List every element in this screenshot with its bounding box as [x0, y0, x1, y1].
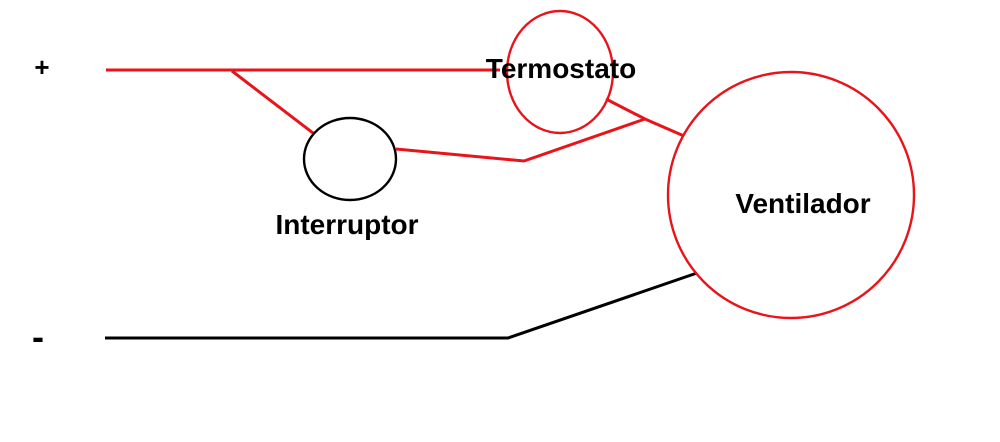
fan-label: Ventilador	[735, 188, 870, 219]
fan-circle	[666, 70, 916, 320]
switch-label: Interruptor	[275, 209, 418, 240]
switch-output-wire	[395, 117, 646, 163]
branch-to-switch-wire	[231, 69, 314, 135]
thermostat-to-fan-wire	[605, 97, 685, 138]
positive-terminal-label: +	[34, 52, 49, 82]
negative-terminal-label: -	[32, 316, 44, 357]
thermostat-label: Termostato	[486, 53, 636, 84]
thermostat-circle	[505, 9, 615, 135]
negative-return-wire	[105, 271, 698, 340]
switch-circle	[302, 116, 398, 202]
